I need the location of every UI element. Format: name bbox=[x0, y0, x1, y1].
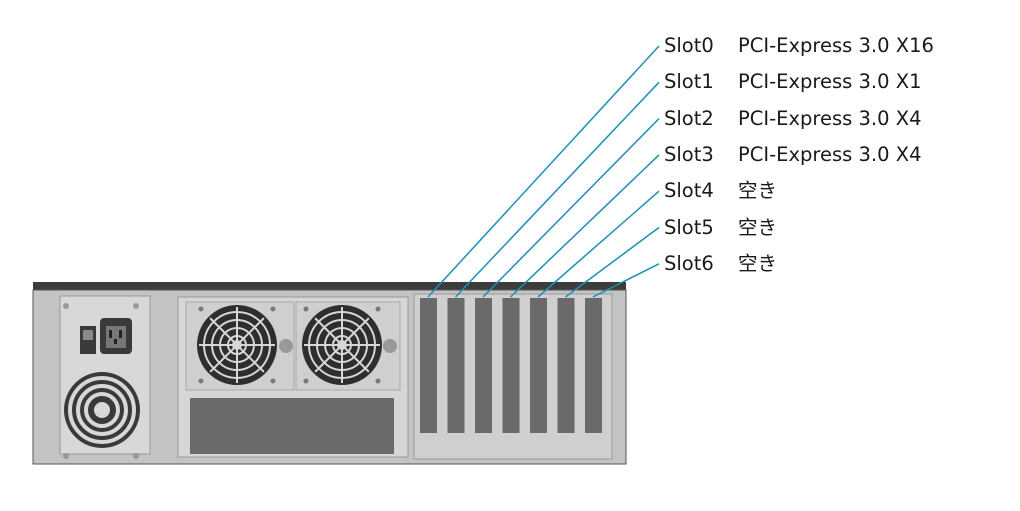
slot-label-5: Slot5 空き bbox=[664, 213, 777, 243]
psu-fan-grille bbox=[64, 372, 140, 448]
chassis-top-edge bbox=[33, 282, 626, 292]
slot-name: Slot6 bbox=[664, 251, 714, 275]
slot-label-2: Slot2 PCI-Express 3.0 X4 bbox=[664, 104, 921, 134]
leader-line-4 bbox=[537, 190, 660, 298]
vent-area bbox=[190, 398, 394, 454]
slot-description: 空き bbox=[738, 215, 778, 239]
slot-name: Slot4 bbox=[664, 179, 714, 203]
slot-label-3: Slot3 PCI-Express 3.0 X4 bbox=[664, 140, 921, 170]
leader-line-5 bbox=[565, 226, 660, 298]
case-fan-1 bbox=[197, 305, 277, 385]
case-fan-2 bbox=[302, 305, 382, 385]
expansion-slot-0 bbox=[420, 298, 437, 433]
leader-lines bbox=[427, 45, 660, 298]
leader-line-0 bbox=[427, 45, 660, 298]
expansion-slot-2 bbox=[475, 298, 492, 433]
leader-line-3 bbox=[509, 154, 660, 298]
slot-name: Slot2 bbox=[664, 106, 714, 130]
expansion-slot-1 bbox=[447, 298, 465, 433]
slot-label-0: Slot0 PCI-Express 3.0 X16 bbox=[664, 31, 934, 61]
fan-panel bbox=[177, 296, 409, 458]
expansion-slot-4 bbox=[530, 298, 547, 433]
expansion-slots bbox=[420, 298, 602, 433]
slot-label-1: Slot1 PCI-Express 3.0 X1 bbox=[664, 67, 921, 97]
slot-label-6: Slot6 空き bbox=[664, 249, 777, 279]
slot-name: Slot5 bbox=[664, 215, 714, 239]
slot-description: 空き bbox=[738, 179, 778, 203]
slot-description: PCI-Express 3.0 X4 bbox=[738, 106, 922, 130]
power-supply-unit bbox=[59, 295, 151, 459]
slot-description: PCI-Express 3.0 X16 bbox=[738, 34, 934, 57]
leader-line-6 bbox=[592, 263, 660, 298]
expansion-slot-5 bbox=[557, 298, 575, 433]
slot-description: PCI-Express 3.0 X4 bbox=[738, 142, 922, 166]
leader-line-1 bbox=[454, 81, 660, 298]
slot-name: Slot3 bbox=[664, 142, 714, 166]
slot-name: Slot1 bbox=[664, 70, 714, 94]
slot-label-4: Slot4 空き bbox=[664, 176, 777, 206]
slot-description: 空き bbox=[738, 251, 778, 275]
slot-name: Slot0 bbox=[664, 34, 714, 57]
slot-description: PCI-Express 3.0 X1 bbox=[738, 70, 922, 94]
expansion-slot-3 bbox=[502, 298, 520, 433]
expansion-slot-6 bbox=[585, 298, 602, 433]
leader-line-2 bbox=[482, 118, 660, 298]
